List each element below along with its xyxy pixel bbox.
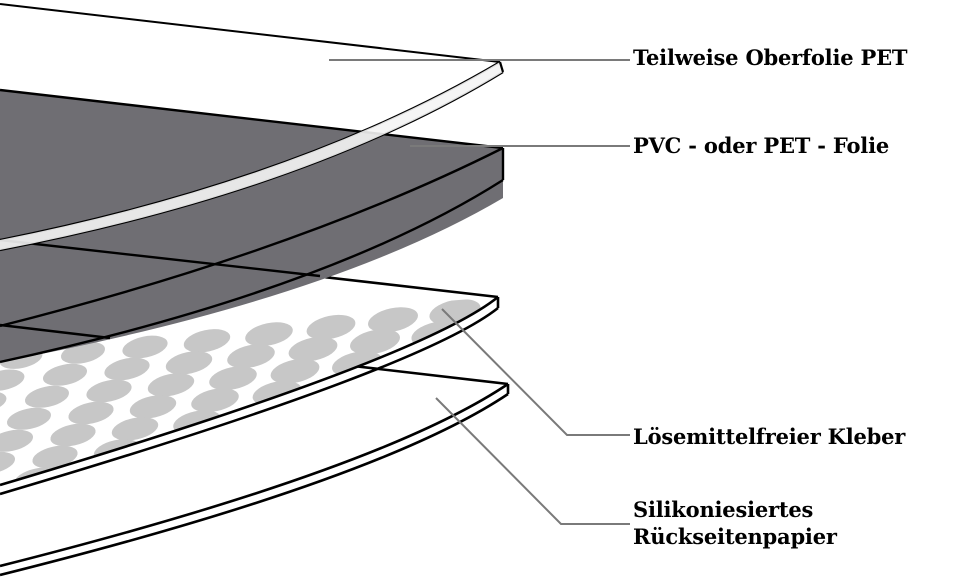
adhesive-dot (306, 314, 356, 340)
leader-line-release-paper (435, 397, 630, 525)
adhesive-dot (368, 307, 418, 333)
adhesive-dot (129, 395, 177, 419)
adhesive-dot (209, 366, 257, 391)
adhesive-dot (0, 451, 16, 474)
adhesive-dot (183, 329, 231, 353)
adhesive-dot (86, 379, 132, 403)
adhesive-dot (32, 445, 78, 469)
adhesive-dot (0, 369, 25, 391)
release-paper-front-edge-top (0, 382, 509, 568)
adhesive-dot (0, 429, 34, 452)
adhesive-dot (288, 336, 338, 362)
adhesive-dot (42, 363, 88, 386)
label-release-paper: Silikoniesiertes Rückseitenpapier (633, 496, 837, 550)
label-release-paper-line-2: Rückseitenpapier (633, 524, 837, 549)
label-adhesive-line-1: Lösemittelfreier Kleber (633, 424, 906, 449)
adhesive-dot (111, 417, 159, 441)
top-film-edge-fill (0, 62, 503, 250)
adhesive-back-edge-through (0, 238, 321, 278)
adhesive-dot (50, 423, 96, 447)
pvc-film-sheet (0, 90, 503, 362)
label-pvc-film: PVC - oder PET - Folie (633, 132, 889, 159)
adhesive-dot (350, 329, 400, 355)
adhesive-dot (191, 388, 239, 413)
adhesive-dot (245, 322, 293, 347)
adhesive-dot (68, 401, 114, 425)
adhesive-dot (24, 385, 70, 408)
adhesive-dot (122, 335, 168, 359)
top-film-top-edge (0, 3, 501, 63)
pvc-film-top-edge (0, 88, 504, 150)
adhesive-front-edge-top (0, 295, 499, 487)
pvc-film-front-top (0, 146, 504, 328)
release-back-edge-through (0, 323, 111, 340)
adhesive-front-edge-bottom (0, 306, 499, 496)
label-adhesive: Lösemittelfreier Kleber (633, 423, 905, 450)
release-paper-front-edge-bottom (0, 392, 509, 577)
adhesive-dot (270, 358, 320, 384)
top-film-layer (0, 3, 505, 252)
pvc-film-front-bottom (0, 178, 504, 364)
leader-lines (329, 59, 630, 525)
adhesive-dot (147, 373, 195, 397)
pvc-film-layer (0, 88, 505, 364)
adhesive-dot (104, 357, 150, 381)
adhesive-dot (227, 344, 275, 369)
label-top-film-line-1: Teilweise Oberfolie PET (633, 45, 908, 70)
adhesive-dot (165, 351, 213, 375)
label-top-film: Teilweise Oberfolie PET (633, 44, 908, 71)
label-release-paper-line-1: Silikoniesiertes (633, 497, 814, 522)
adhesive-dot (6, 407, 52, 430)
label-pvc-film-line-1: PVC - oder PET - Folie (633, 133, 890, 158)
leader-line-adhesive (441, 308, 630, 436)
top-film-corner (498, 61, 505, 73)
